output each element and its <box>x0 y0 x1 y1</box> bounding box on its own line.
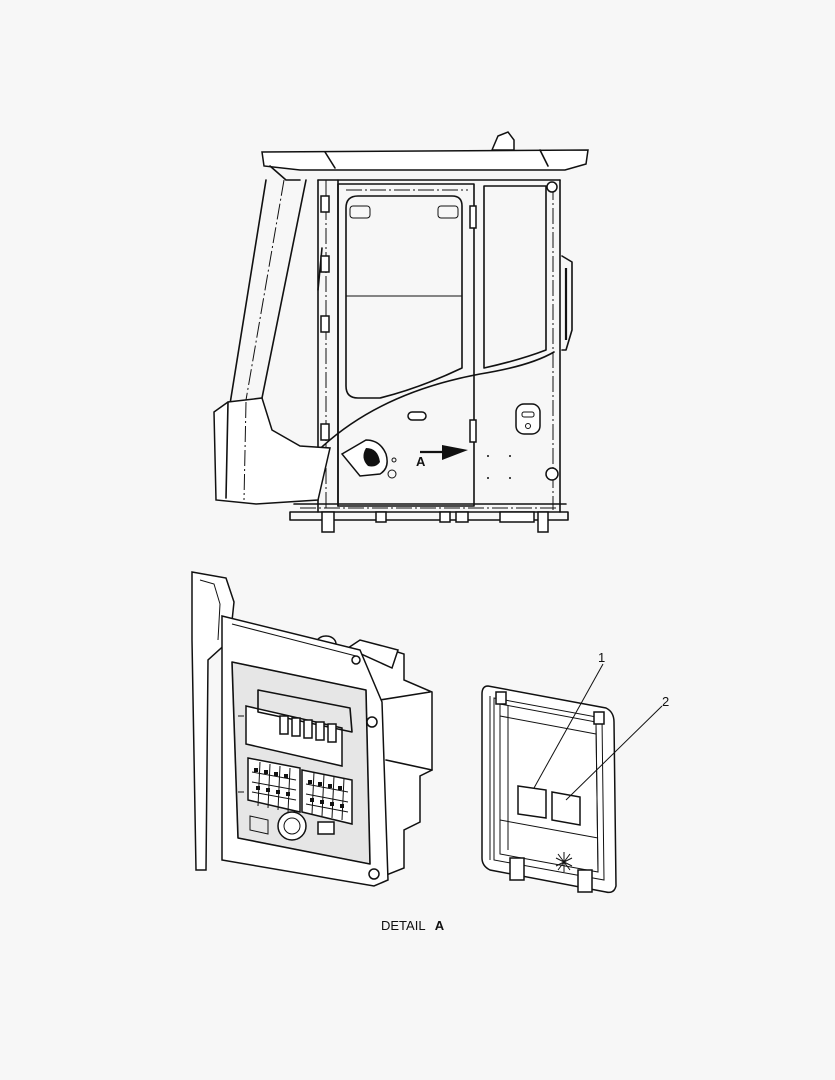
decal-2 <box>551 791 581 826</box>
detail-caption-prefix: DETAIL <box>381 918 425 933</box>
cab-assembly <box>213 131 589 533</box>
view-direction-arrow-icon <box>420 445 468 460</box>
fuse-block-right <box>301 769 353 825</box>
detail-caption-letter: A <box>435 918 445 933</box>
callout-leader-line <box>533 663 663 801</box>
sun-symbol-icon <box>555 852 573 872</box>
decal-1 <box>517 785 547 819</box>
callout-2: 2 <box>662 694 669 709</box>
view-label: A <box>416 454 426 469</box>
detail-caption: DETAIL A <box>381 918 445 933</box>
electrical-panel-assembly <box>191 571 433 887</box>
fuse-block-left <box>247 757 301 813</box>
fuse-cover-panel <box>481 685 617 894</box>
callout-1: 1 <box>598 650 605 665</box>
